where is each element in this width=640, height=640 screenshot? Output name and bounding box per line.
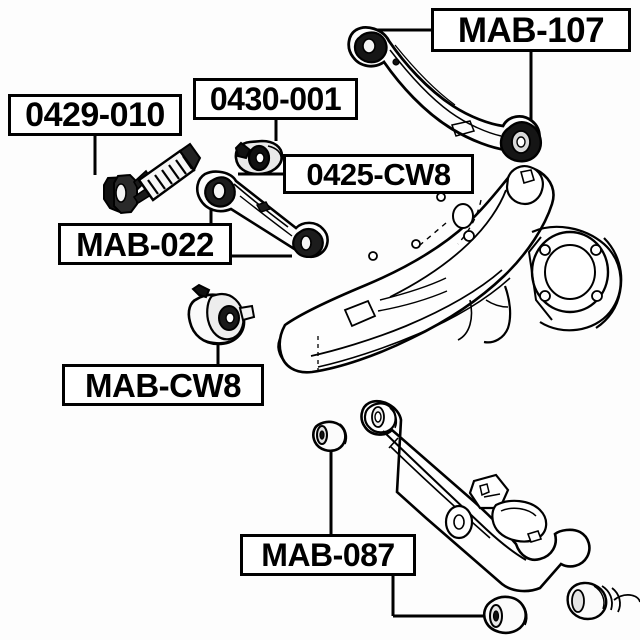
part-hex-flange-bolt [103, 142, 202, 215]
part-lower-control-arm [360, 399, 640, 621]
part-rubber-boot-seal [234, 139, 284, 176]
callout-mab-107[interactable]: MAB-107 [431, 8, 631, 52]
callout-code: MAB-CW8 [85, 366, 241, 404]
callout-0430-001[interactable]: 0430-001 [193, 78, 358, 120]
callout-code: MAB-022 [76, 225, 214, 263]
callout-mab-cw8[interactable]: MAB-CW8 [62, 364, 264, 406]
part-upper-control-arm [195, 170, 329, 259]
part-lower-bushing-sleeve-lower [482, 595, 528, 635]
callout-code: 0430-001 [209, 81, 342, 117]
callout-code: MAB-107 [457, 10, 605, 50]
callout-mab-087[interactable]: MAB-087 [240, 534, 416, 576]
callout-0425-cw8[interactable]: 0425-CW8 [283, 154, 474, 194]
callout-code: 0425-CW8 [306, 156, 451, 192]
part-trailing-arm-bushing [187, 283, 256, 346]
callout-mab-022[interactable]: MAB-022 [58, 223, 232, 265]
callout-0429-010[interactable]: 0429-010 [8, 94, 182, 136]
part-upper-lateral-link [347, 26, 543, 163]
part-lower-bushing-sleeve-upper [312, 420, 348, 453]
callout-code: MAB-087 [261, 537, 395, 573]
callout-code: 0429-010 [25, 96, 165, 134]
part-knuckle-carrier-assembly [277, 165, 623, 374]
